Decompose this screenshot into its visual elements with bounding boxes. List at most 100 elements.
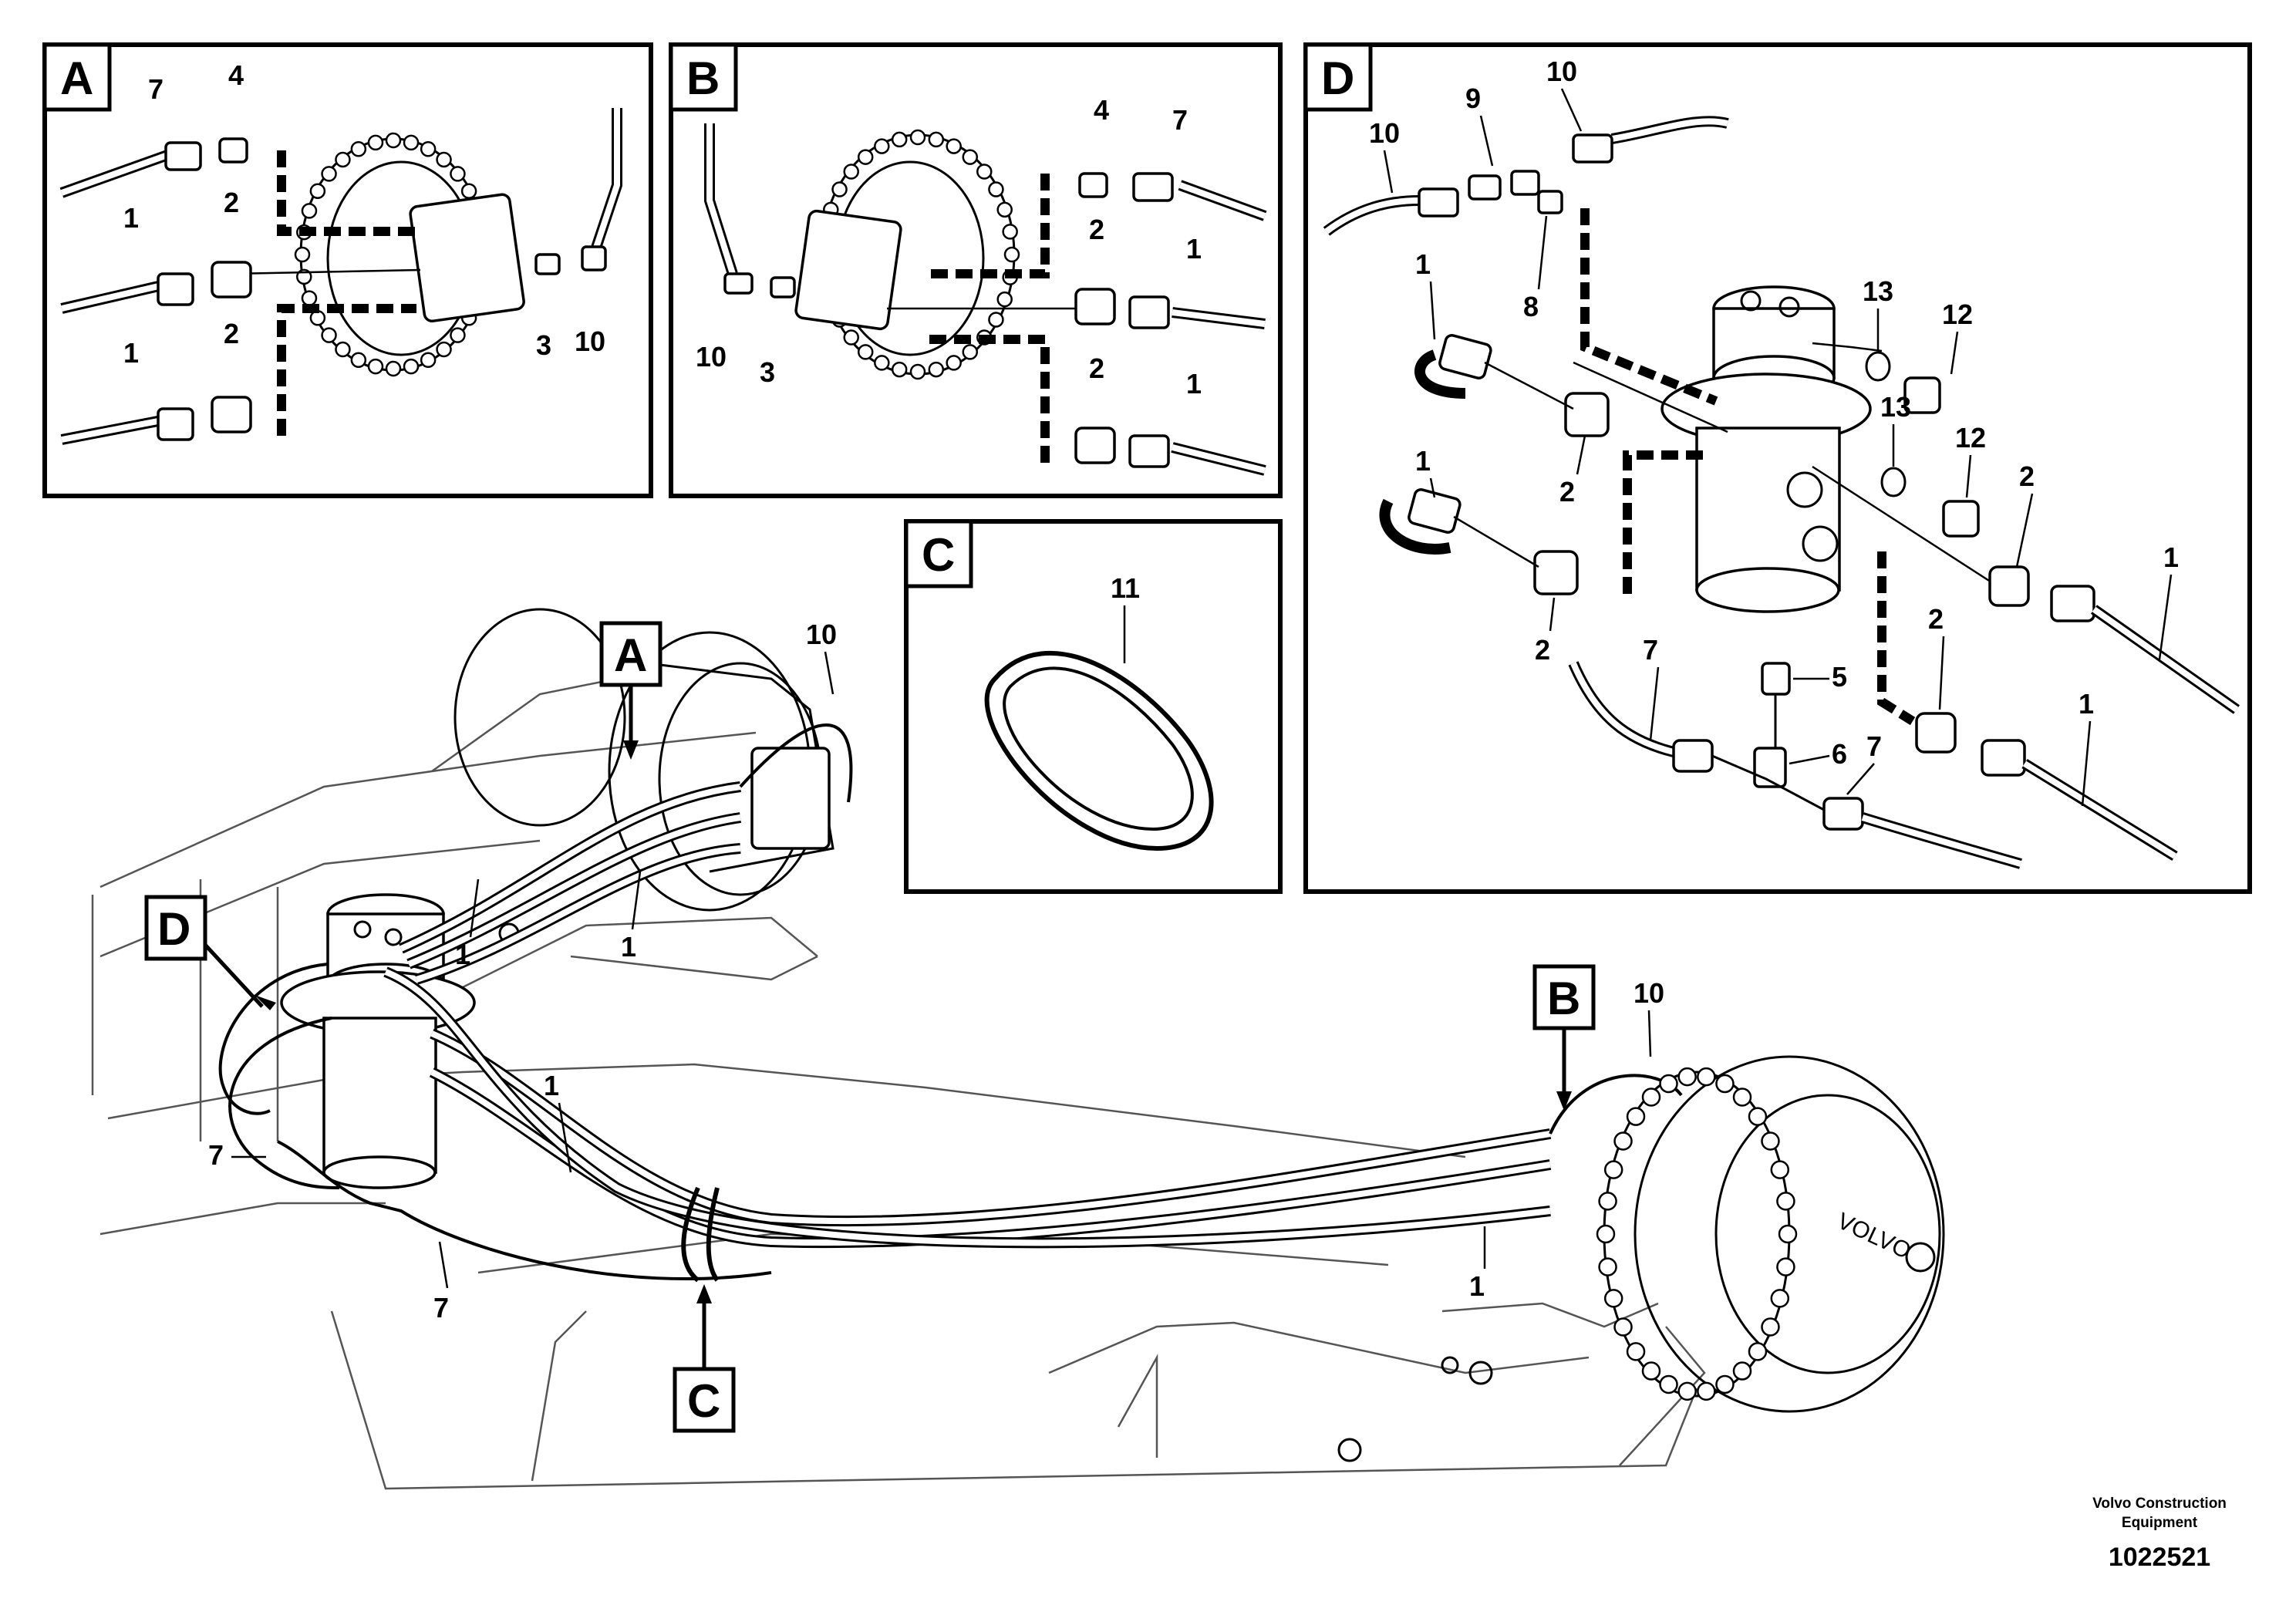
panel-a: A 7 4 1 2 1 2 3 10 (42, 42, 653, 498)
sprocket-tooth (909, 129, 926, 146)
sprocket-tooth (946, 138, 962, 154)
sprocket-tooth (988, 181, 1004, 197)
overview-drawing: VOLVO (91, 608, 1945, 1490)
sprocket-tooth (843, 329, 859, 346)
svg-text:1: 1 (2163, 541, 2179, 573)
sprocket-tooth (1776, 1257, 1795, 1276)
sprocket-tooth (335, 151, 351, 168)
sprocket-tooth (928, 361, 945, 378)
sprocket-tooth (350, 141, 367, 157)
svg-text:2: 2 (1089, 214, 1104, 245)
svg-text:2: 2 (1928, 603, 1944, 635)
svg-text:2: 2 (1535, 634, 1550, 666)
svg-text:5: 5 (1832, 661, 1847, 693)
svg-text:10: 10 (696, 341, 727, 373)
svg-text:11: 11 (1111, 572, 1140, 604)
sprocket-tooth (301, 203, 318, 219)
sprocket-tooth (1697, 1381, 1716, 1401)
sprocket-tooth (385, 132, 402, 149)
panel-c-label: C (904, 519, 973, 588)
callout-a[interactable]: A (599, 621, 663, 760)
callout-c[interactable]: C (673, 1284, 736, 1433)
sprocket-tooth (1697, 1067, 1716, 1087)
sprocket-tooth (1002, 224, 1018, 240)
svg-text:2: 2 (1559, 476, 1575, 508)
svg-text:10: 10 (1369, 117, 1400, 149)
svg-text:10: 10 (1546, 56, 1577, 87)
sprocket-tooth (1626, 1342, 1646, 1361)
upper-travel-motor (453, 608, 834, 912)
svg-text:C: C (922, 529, 955, 581)
svg-text:13: 13 (1863, 275, 1893, 307)
callout-b[interactable]: B (1532, 964, 1596, 1111)
sprocket-tooth (321, 166, 337, 182)
overview-callouts: A B C D (144, 621, 1596, 1433)
svg-text:1: 1 (123, 202, 139, 234)
sprocket-tooth (1626, 1107, 1646, 1126)
sprocket-tooth (301, 290, 318, 306)
sprocket-tooth (367, 134, 384, 151)
panel-a-label: A (42, 42, 112, 112)
svg-text:7: 7 (1172, 104, 1188, 136)
sprocket-tooth (294, 246, 311, 263)
sprocket-tooth (976, 164, 993, 180)
svg-text:7: 7 (208, 1139, 224, 1171)
sprocket-tooth (874, 355, 890, 371)
svg-text:10: 10 (1633, 977, 1664, 1009)
sprocket-tooth (385, 360, 402, 377)
panel-b-label: B (669, 42, 738, 112)
panel-d-label: D (1303, 42, 1373, 112)
svg-text:4: 4 (228, 59, 244, 91)
lower-travel-motor: VOLVO (1596, 1055, 1945, 1413)
svg-text:13: 13 (1880, 391, 1911, 423)
svg-text:1: 1 (1469, 1270, 1485, 1302)
svg-text:B: B (1547, 973, 1580, 1024)
sprocket-tooth (1761, 1131, 1780, 1151)
sprocket-tooth (1677, 1381, 1697, 1401)
sprocket-tooth (450, 166, 466, 182)
svg-text:1: 1 (123, 337, 139, 369)
sprocket-tooth (350, 352, 367, 368)
svg-text:2: 2 (224, 187, 239, 218)
sprocket-tooth (436, 151, 452, 168)
sprocket-tooth (1659, 1374, 1678, 1394)
sprocket-tooth (1748, 1107, 1768, 1126)
sprocket-tooth (1596, 1224, 1616, 1244)
motor-sprocket-teeth (1596, 1067, 1798, 1401)
sprocket-tooth (460, 183, 477, 200)
svg-text:1: 1 (1415, 445, 1431, 477)
svg-text:B: B (686, 52, 720, 104)
overview-hoses (218, 723, 1683, 1283)
svg-text:1: 1 (1186, 233, 1202, 265)
sprocket-tooth (874, 138, 890, 154)
svg-text:2: 2 (224, 318, 239, 349)
callout-d[interactable]: D (144, 895, 276, 1010)
overview-swivel-joint (280, 893, 476, 1189)
panel-b: B 4 7 2 1 2 1 10 3 (669, 42, 1283, 498)
panel-d: D (1303, 42, 2252, 894)
svg-text:1: 1 (455, 939, 470, 970)
sprocket-tooth (1603, 1289, 1623, 1308)
svg-text:2: 2 (2019, 460, 2035, 492)
sprocket-tooth (420, 352, 437, 368)
svg-text:A: A (614, 629, 647, 681)
sprocket-tooth (1641, 1361, 1661, 1381)
svg-text:1: 1 (621, 931, 636, 963)
footer-brand: Volvo Construction Equipment 1022521 (2092, 1496, 2227, 1572)
svg-text:10: 10 (806, 619, 837, 650)
sprocket-tooth (962, 344, 979, 360)
sprocket-tooth (962, 149, 979, 165)
sprocket-tooth (436, 341, 452, 358)
sprocket-tooth (1748, 1342, 1768, 1361)
sprocket-tooth (909, 363, 926, 380)
sprocket-tooth (1776, 1192, 1795, 1211)
sprocket-tooth (1659, 1074, 1678, 1094)
svg-text:6: 6 (1832, 738, 1847, 770)
sprocket-tooth (857, 149, 874, 165)
sprocket-tooth (891, 131, 908, 148)
sprocket-tooth (1598, 1192, 1617, 1211)
svg-text:8: 8 (1523, 291, 1539, 322)
svg-text:D: D (1321, 52, 1354, 104)
svg-text:D: D (157, 903, 190, 955)
